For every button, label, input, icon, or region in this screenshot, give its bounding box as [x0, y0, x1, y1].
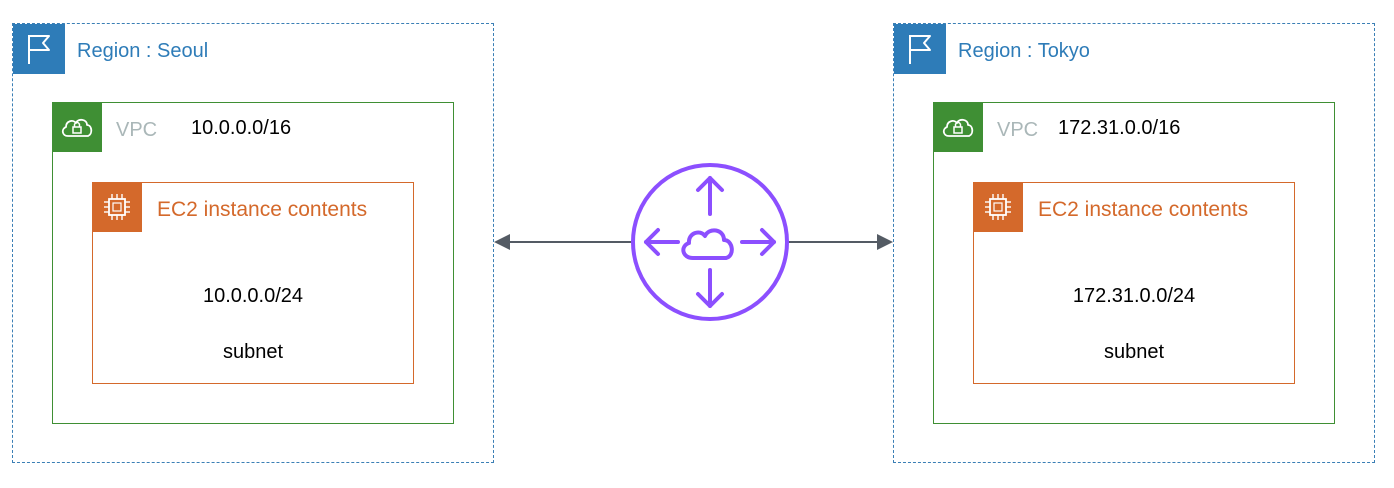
- ec2-label: EC2 instance contents: [1038, 198, 1249, 221]
- vpc-cloud-lock-icon: [52, 102, 102, 152]
- ec2-chip-icon: [973, 182, 1023, 232]
- subnet-label: subnet: [1103, 341, 1165, 363]
- region-tokyo: Region : Tokyo VPC 172.31.0.0/16: [893, 23, 1375, 463]
- subnet-cidr: 172.31.0.0/24: [1072, 285, 1196, 307]
- ec2-instance-container: EC2 instance contents 10.0.0.0/24 subnet: [92, 182, 414, 384]
- vpc-container: VPC 10.0.0.0/16 EC2 instance contents 10…: [52, 102, 454, 424]
- vpc-container: VPC 172.31.0.0/16 EC2 instance contents …: [933, 102, 1335, 424]
- ec2-chip-icon: [92, 182, 142, 232]
- region-label: Region : Tokyo: [958, 40, 1090, 62]
- vpc-label: VPC: [997, 119, 1039, 141]
- region-label: Region : Seoul: [77, 40, 209, 62]
- left-arrow: [494, 234, 632, 250]
- ec2-label: EC2 instance contents: [157, 198, 368, 221]
- router-cloud-icon: [631, 163, 789, 321]
- vpc-cidr: 172.31.0.0/16: [1058, 117, 1181, 139]
- vpc-label: VPC: [116, 119, 158, 141]
- subnet-label: subnet: [222, 341, 284, 363]
- region-flag-icon: [13, 24, 65, 74]
- right-arrow: [788, 234, 893, 250]
- subnet-cidr: 10.0.0.0/24: [202, 285, 304, 307]
- vpc-cloud-lock-icon: [933, 102, 983, 152]
- region-seoul: Region : Seoul VPC 10.0.0.0/16: [12, 23, 494, 463]
- region-flag-icon: [894, 24, 946, 74]
- vpc-cidr: 10.0.0.0/16: [191, 117, 292, 139]
- ec2-instance-container: EC2 instance contents 172.31.0.0/24 subn…: [973, 182, 1295, 384]
